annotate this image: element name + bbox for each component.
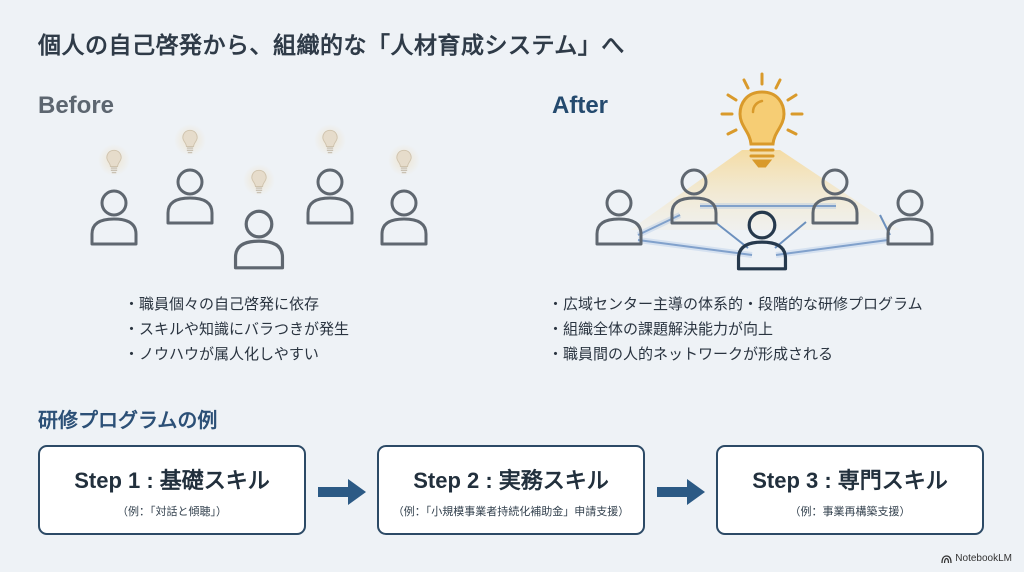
person-icon [380, 189, 428, 246]
person-icon [233, 209, 285, 270]
before-person-4 [306, 124, 354, 225]
step-title: Step 2 : 実務スキル [413, 468, 609, 493]
step-1-card: Step 1 : 基礎スキル （例：「対話と傾聴」） [38, 445, 306, 535]
program-heading: 研修プログラムの例 [38, 408, 218, 432]
person-icon [595, 189, 643, 246]
step-3-card: Step 3 : 専門スキル （例：事業再構築支援） [716, 445, 984, 535]
illustration [90, 72, 934, 271]
before-person-3 [233, 164, 285, 270]
arrow-right-icon [657, 479, 705, 505]
after-bullet: 組織全体の課題解決能力が向上 [548, 317, 923, 342]
before-label: Before [38, 92, 115, 119]
step-2-card: Step 2 : 実務スキル （例：「小規模事業者持続化補助金」申請支援） [377, 445, 645, 535]
brand-name: NotebookLM [955, 553, 1012, 564]
before-person-2 [166, 124, 214, 225]
lightbulb-icon [720, 72, 804, 168]
after-bullet: 職員間の人的ネットワークが形成される [548, 342, 923, 367]
step-note: （例：「対話と傾聴」） [117, 505, 227, 518]
step-title: Step 1 : 基礎スキル [74, 468, 270, 493]
before-person-5 [380, 144, 428, 246]
brand-watermark: NotebookLM [941, 553, 1012, 564]
step-note: （例：「小規模事業者持続化補助金」申請支援） [392, 505, 630, 518]
arrow-right-icon [318, 479, 366, 505]
after-bullets: 広域センター主導の体系的・段階的な研修プログラム 組織全体の課題解決能力が向上 … [548, 292, 923, 367]
person-icon [90, 189, 138, 246]
notebooklm-logo-icon [941, 554, 952, 563]
after-bullet: 広域センター主導の体系的・段階的な研修プログラム [548, 292, 923, 317]
before-bullet: スキルや知識にバラつきが発生 [124, 317, 349, 342]
before-bullet: 職員個々の自己啓発に依存 [124, 292, 349, 317]
before-bullet: ノウハウが属人化しやすい [124, 342, 349, 367]
after-label: After [552, 92, 609, 119]
step-title: Step 3 : 専門スキル [752, 468, 948, 493]
person-icon [886, 189, 934, 246]
step-note: （例：事業再構築支援） [789, 505, 911, 518]
page-title: 個人の自己啓発から、組織的な「人材育成システム」へ [38, 33, 625, 59]
before-person-1 [90, 144, 138, 246]
person-icon [306, 168, 354, 225]
before-group [90, 124, 428, 270]
before-bullets: 職員個々の自己啓発に依存 スキルや知識にバラつきが発生 ノウハウが属人化しやすい [124, 292, 349, 367]
person-icon [166, 168, 214, 225]
light-beam [630, 150, 900, 230]
